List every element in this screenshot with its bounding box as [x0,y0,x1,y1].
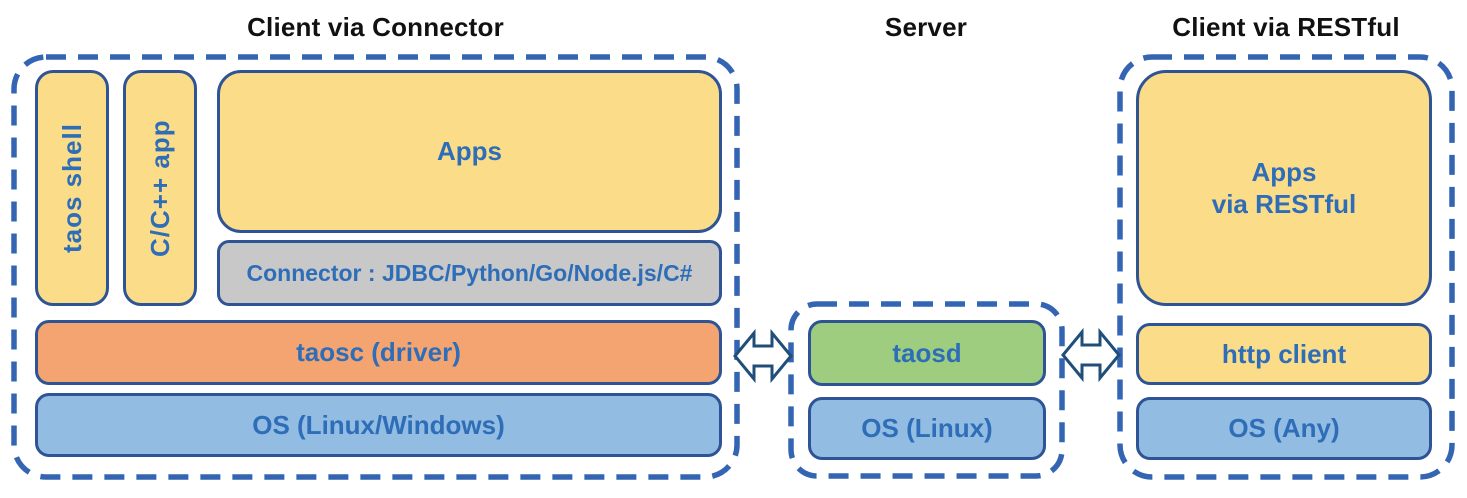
http-client-box: http client [1136,323,1432,385]
cpp-app-box: C/C++ app [123,70,197,306]
double-arrow-icon [733,328,793,384]
server-group-outline [788,301,1065,479]
os-linux-windows-box: OS (Linux/Windows) [35,393,722,457]
os-any-box: OS (Any) [1136,397,1432,460]
os-linux-box: OS (Linux) [808,397,1046,460]
taos-shell-box: taos shell [35,70,109,306]
restful-client-group-outline [1117,54,1455,480]
taosd-box: taosd [808,320,1046,386]
apps-box: Apps [217,70,722,233]
connector-client-group-outline [11,54,740,480]
apps-via-restful-label: Apps via RESTful [1212,156,1356,221]
apps-via-restful-line1: Apps [1251,156,1317,187]
apps-via-restful-box: Apps via RESTful [1136,70,1432,306]
section-title-server: Server [884,12,968,42]
section-title-client-via-connector: Client via Connector [247,12,504,42]
section-title-client-via-restful: Client via RESTful [1172,12,1400,42]
connector-box: Connector : JDBC/Python/Go/Node.js/C# [217,240,722,306]
double-arrow-icon [1061,327,1121,383]
taosc-driver-box: taosc (driver) [35,320,722,385]
apps-via-restful-line2: via RESTful [1211,189,1357,219]
